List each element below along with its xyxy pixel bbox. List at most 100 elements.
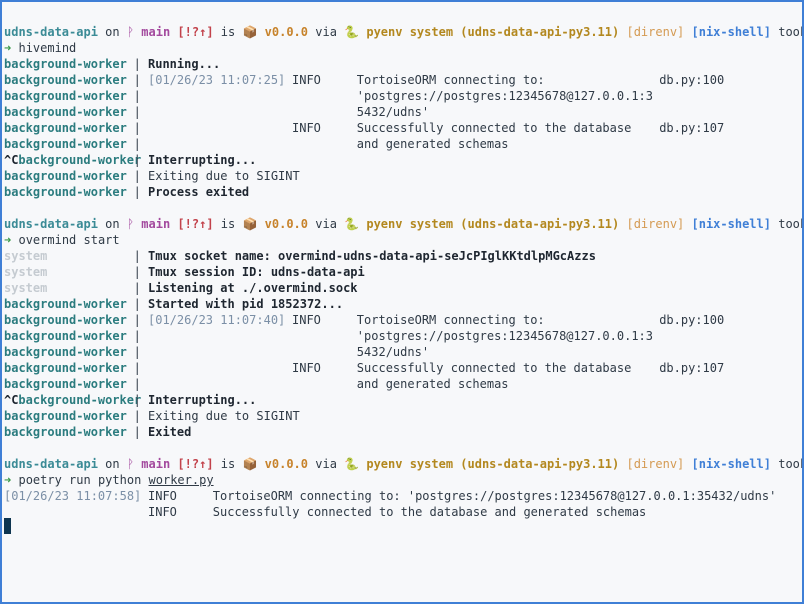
direnv-badge: [direnv] xyxy=(626,217,685,231)
prompt-is-text: is xyxy=(220,457,236,471)
prompt-on-text: on xyxy=(105,217,120,231)
prompt-arrow-icon: ➜ xyxy=(4,41,12,55)
process-separator: | xyxy=(133,409,141,423)
prompt-via-text: via xyxy=(315,217,337,231)
process-message: Started with pid 1852372... xyxy=(148,297,344,311)
process-name: background-worker xyxy=(4,57,127,71)
process-separator: | xyxy=(133,105,141,119)
prompt-on-text: on xyxy=(105,457,120,471)
process-message: Exiting due to SIGINT xyxy=(148,169,300,183)
nix-shell-badge: [nix-shell] xyxy=(691,457,771,471)
log-text: Successfully connected to the database xyxy=(356,121,632,135)
process-name: background-worker xyxy=(4,73,127,87)
process-separator: | xyxy=(133,425,141,439)
nix-shell-badge: [nix-shell] xyxy=(691,25,771,39)
command-text: overmind xyxy=(18,233,77,247)
process-separator: | xyxy=(133,249,141,263)
process-separator: | xyxy=(133,361,141,375)
process-message: Interrupting... xyxy=(148,153,257,167)
log-line: system|Tmux socket name: overmind-udns-d… xyxy=(4,248,802,264)
git-branch-icon: ᚹ xyxy=(126,25,135,39)
shell-prompt: udns-data-api on ᚹ main [!?↑] is 📦 v0.0.… xyxy=(4,216,802,232)
log-line: background-worker | [01/26/23 11:07:25] INF… xyxy=(4,72,802,88)
process-separator: | xyxy=(133,169,141,183)
log-timestamp: [01/26/23 11:07:25] xyxy=(148,73,286,87)
process-separator: | xyxy=(133,153,141,167)
log-line: background-worker | Exiting due to SIGINT xyxy=(4,168,802,184)
process-name: background-worker xyxy=(4,185,127,199)
prompt-directory: udns-data-api xyxy=(4,25,98,39)
git-status: [!?↑] xyxy=(177,457,214,471)
command-text: hivemind xyxy=(18,41,77,55)
process-separator: | xyxy=(133,73,141,87)
log-source: db.py:100 xyxy=(659,313,725,327)
command-file: worker.py xyxy=(148,473,214,487)
log-source: db.py:107 xyxy=(659,361,725,375)
pyenv-info: pyenv system (udns-data-api-py3.11) xyxy=(366,457,620,471)
process-separator: | xyxy=(133,345,141,359)
log-line: system|Tmux session ID: udns-data-api xyxy=(4,264,802,280)
log-text: Successfully connected to the database a… xyxy=(212,505,647,519)
process-separator: | xyxy=(133,137,141,151)
log-line: background-worker|[01/26/23 11:07:40]INF… xyxy=(4,312,802,328)
log-level: INFO xyxy=(292,121,321,135)
prompt-took-text: took xyxy=(778,217,802,231)
python-icon: 🐍 xyxy=(344,457,360,471)
log-text: and generated schemas xyxy=(356,377,509,391)
process-name: background-worker xyxy=(4,345,127,359)
process-message: Tmux session ID: udns-data-api xyxy=(148,265,365,279)
log-line: system|Listening at ./.overmind.sock xyxy=(4,280,802,296)
log-line: background-worker | 5432/udns' xyxy=(4,344,802,360)
process-separator: | xyxy=(133,185,141,199)
git-branch: main xyxy=(141,457,171,471)
process-name: background-worker xyxy=(4,137,127,151)
process-name: background-worker xyxy=(4,361,127,375)
log-timestamp: [01/26/23 11:07:58] xyxy=(4,489,142,503)
process-separator: | xyxy=(133,377,141,391)
process-name: background-worker xyxy=(4,89,127,103)
log-source: db.py:100 xyxy=(659,73,725,87)
process-name: background-worker xyxy=(4,105,127,119)
log-text: 'postgres://postgres:12345678@127.0.0.1:… xyxy=(356,329,654,343)
nix-shell-badge: [nix-shell] xyxy=(691,217,771,231)
package-icon: 📦 xyxy=(242,217,258,231)
process-separator: | xyxy=(133,329,141,343)
git-branch-icon: ᚹ xyxy=(126,217,135,231)
process-name: system xyxy=(4,265,48,279)
log-line: background-worker|Exiting due to SIGINT xyxy=(4,408,802,424)
log-level: INFO xyxy=(148,505,177,519)
process-name: background-worker xyxy=(4,169,127,183)
log-text: TortoiseORM connecting to: xyxy=(356,73,545,87)
process-message: Exited xyxy=(148,425,192,439)
log-text: 5432/udns' xyxy=(356,345,430,359)
command-text: poetry run python xyxy=(18,473,142,487)
git-status: [!?↑] xyxy=(177,25,214,39)
process-separator: | xyxy=(133,89,141,103)
process-message: Interrupting... xyxy=(148,393,257,407)
log-line: background-worker | and generated schemas xyxy=(4,376,802,392)
blank-line xyxy=(4,440,802,456)
process-name: background-worker xyxy=(4,121,127,135)
log-level: INFO xyxy=(292,361,321,375)
log-level: INFO xyxy=(292,313,321,327)
process-name: background-worker xyxy=(18,153,142,167)
prompt-directory: udns-data-api xyxy=(4,457,98,471)
log-level: INFO xyxy=(292,73,321,87)
process-name: background-worker xyxy=(4,377,127,391)
terminal-output[interactable]: udns-data-api on ᚹ main [!?↑] is 📦 v0.0.… xyxy=(4,24,802,520)
process-separator: | xyxy=(133,313,141,327)
pyenv-info: pyenv system (udns-data-api-py3.11) xyxy=(366,25,620,39)
interrupt-prefix: ^C xyxy=(4,393,19,407)
prompt-via-text: via xyxy=(315,457,337,471)
log-line: background-worker|Started with pid 18523… xyxy=(4,296,802,312)
process-message: Running... xyxy=(148,57,221,71)
prompt-took-text: took xyxy=(778,457,802,471)
command-line: ➜ overmind start xyxy=(4,232,802,248)
package-version: v0.0.0 xyxy=(264,25,309,39)
log-line: background-worker|Process exited xyxy=(4,184,802,200)
process-name: background-worker xyxy=(4,313,127,327)
log-line: background-worker|Running... xyxy=(4,56,802,72)
